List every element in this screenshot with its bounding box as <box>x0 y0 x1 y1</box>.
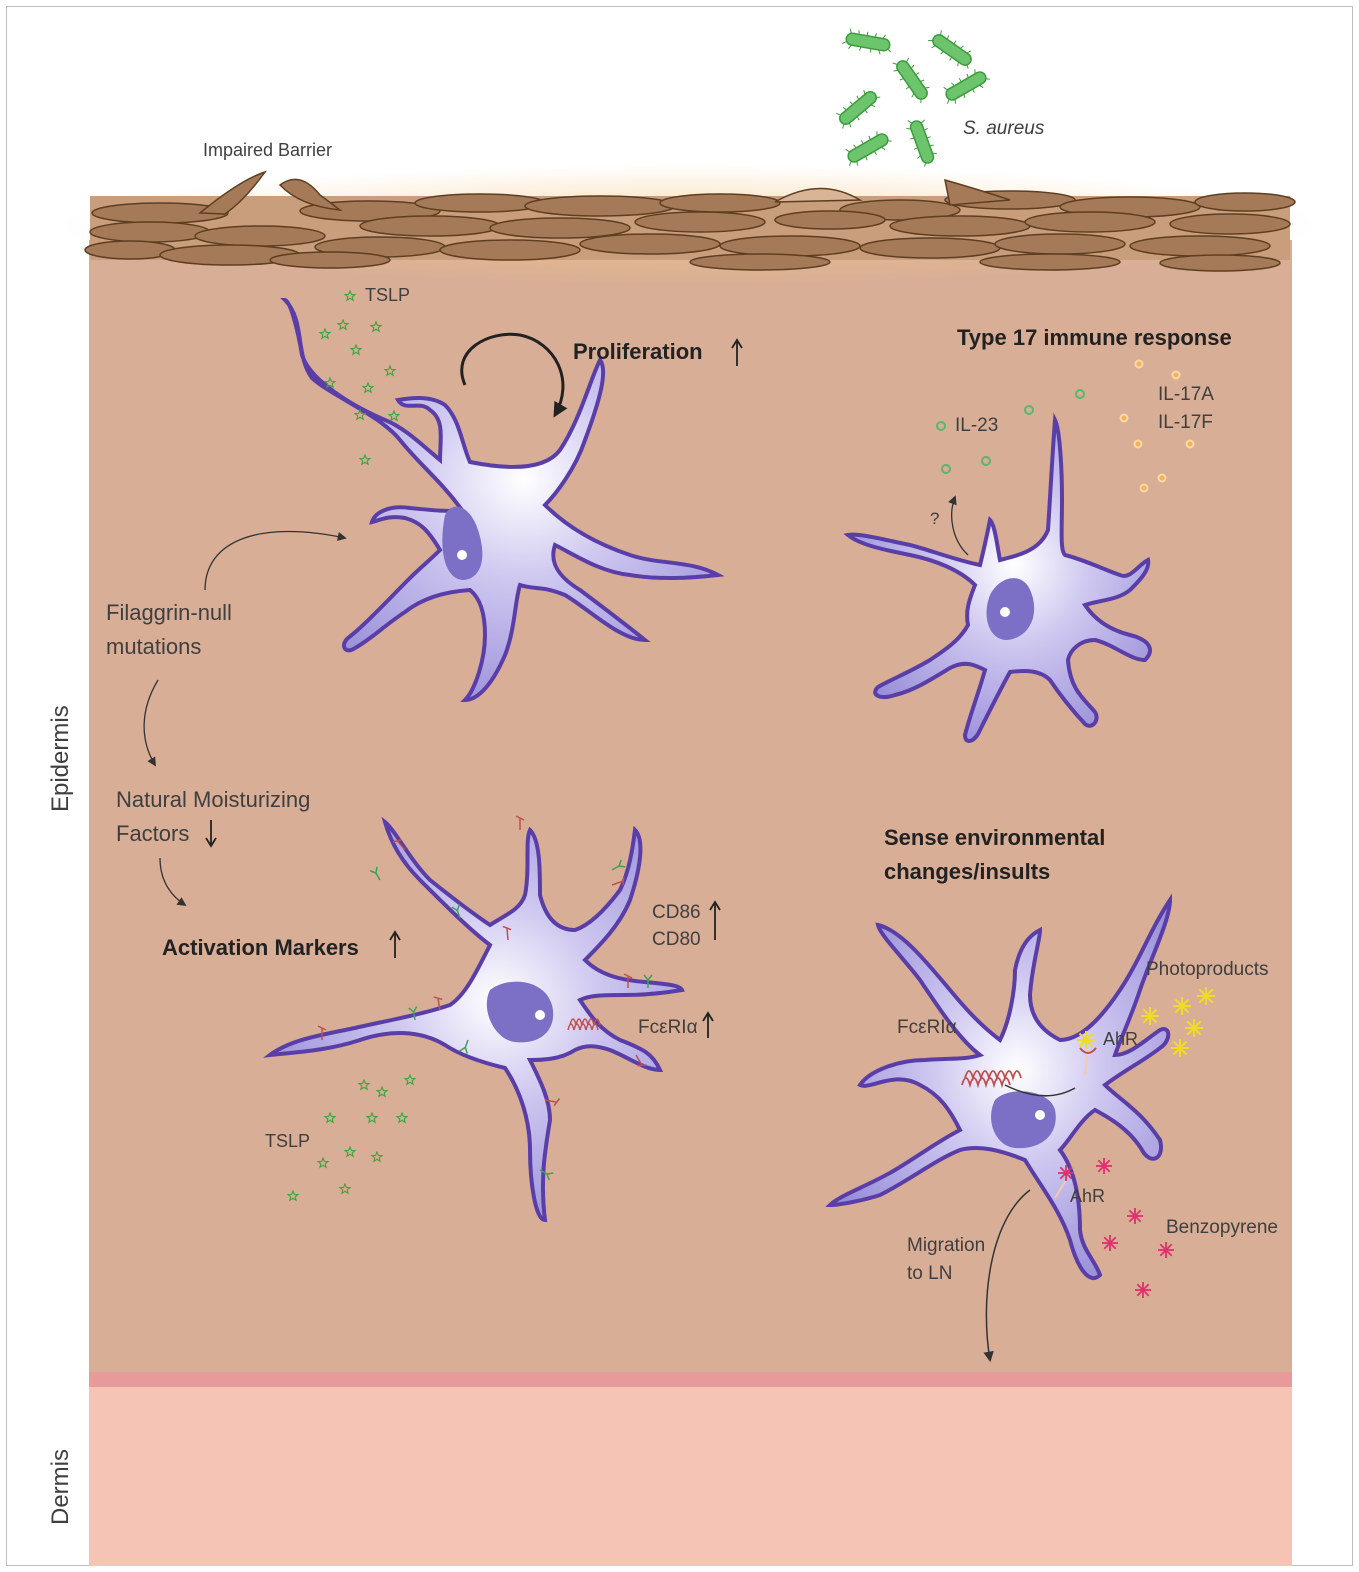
il17f-label: IL-17F <box>1158 412 1213 433</box>
sense-label-line2: changes/insults <box>884 859 1050 884</box>
sense-label-line1: Sense environmental <box>884 825 1105 850</box>
ahr-bottom-label: AhR <box>1070 1186 1105 1206</box>
cd80-label: CD80 <box>652 929 701 950</box>
migration-label-line2: to LN <box>907 1263 952 1284</box>
il23-label: IL-23 <box>955 415 998 436</box>
type17-label: Type 17 immune response <box>957 325 1232 350</box>
ahr-top-label: AhR <box>1103 1029 1138 1049</box>
filaggrin-label-line1: Filaggrin-null <box>106 600 232 625</box>
s-aureus-bacteria <box>832 27 991 169</box>
cd86-label: CD86 <box>652 902 701 923</box>
tslp-top-label: TSLP <box>365 285 410 305</box>
proliferation-label: Proliferation <box>573 339 703 364</box>
impaired-barrier-label: Impaired Barrier <box>203 140 332 160</box>
nmf-label-line1: Natural Moisturizing <box>116 787 310 812</box>
benzopyrene-label: Benzopyrene <box>1166 1217 1278 1238</box>
fceri-right-label: FcεRIα <box>897 1017 957 1038</box>
photoproducts-label: Photoproducts <box>1146 959 1269 980</box>
basement-membrane <box>89 1372 1292 1387</box>
epidermis-layer-label: Epidermis <box>47 705 74 812</box>
il17a-label: IL-17A <box>1158 384 1214 405</box>
activation-markers-label: Activation Markers <box>162 935 359 960</box>
filaggrin-label-line2: mutations <box>106 634 201 659</box>
fceri-left-label: FcεRIα <box>638 1017 698 1038</box>
s-aureus-label: S. aureus <box>963 118 1045 139</box>
migration-label-line1: Migration <box>907 1235 985 1256</box>
nmf-label-line2: Factors <box>116 821 189 846</box>
question-label: ? <box>930 509 939 528</box>
tslp-bottom-label: TSLP <box>265 1131 310 1151</box>
dermis-layer <box>89 1387 1292 1566</box>
dermis-layer-label: Dermis <box>47 1449 74 1525</box>
